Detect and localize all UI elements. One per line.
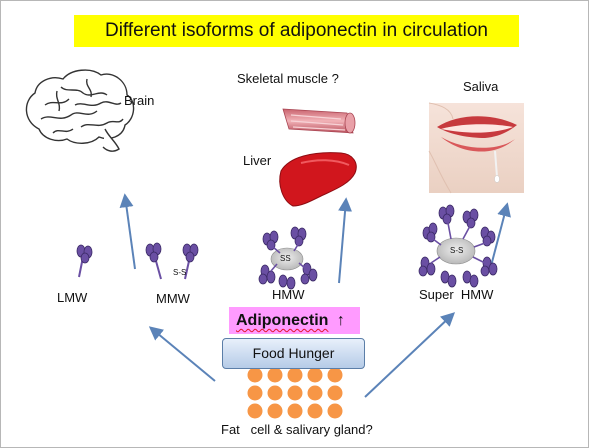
label-lmw: LMW bbox=[57, 290, 88, 305]
saliva-photo bbox=[428, 102, 524, 194]
super-hmw-protein-icon bbox=[418, 204, 498, 288]
fat-cell-cluster bbox=[243, 366, 346, 420]
label-super-hmw: Super HMW bbox=[419, 287, 494, 302]
arrow-super-to-saliva bbox=[490, 202, 511, 267]
arrow-fat-to-mmw bbox=[148, 326, 216, 382]
slide-title: Different isoforms of adiponectin in cir… bbox=[74, 15, 519, 47]
adiponectin-increase-box: Adiponectin ↑ bbox=[229, 307, 360, 334]
adiponectin-label: Adiponectin bbox=[236, 312, 329, 329]
mmw-protein-icon bbox=[145, 242, 199, 280]
source-label: Fat cell & salivary gland? bbox=[221, 422, 373, 437]
label-skeletal-muscle: Skeletal muscle ? bbox=[237, 71, 339, 86]
lmw-protein-icon bbox=[76, 244, 93, 278]
label-mmw: MMW bbox=[156, 291, 190, 306]
skeletal-muscle-icon bbox=[282, 108, 356, 134]
food-hunger-box: Food Hunger bbox=[222, 338, 365, 369]
disulfide-label-mmw: S-S bbox=[173, 268, 187, 277]
label-saliva: Saliva bbox=[463, 79, 499, 94]
brain-icon bbox=[25, 69, 135, 152]
arrow-mmw-to-brain bbox=[119, 193, 136, 270]
label-liver: Liver bbox=[243, 153, 272, 168]
disulfide-label-super-hmw: S-S bbox=[450, 246, 464, 255]
pathway-arrows bbox=[119, 193, 511, 398]
up-arrow-icon: ↑ bbox=[336, 312, 345, 329]
hmw-protein-icon bbox=[258, 226, 318, 290]
disulfide-label-hmw: SS bbox=[280, 254, 291, 263]
liver-icon bbox=[279, 152, 357, 207]
arrow-hmw-to-muscle bbox=[338, 197, 353, 284]
arrow-fat-to-super bbox=[364, 312, 456, 398]
label-hmw: HMW bbox=[272, 287, 305, 302]
label-brain: Brain bbox=[124, 93, 155, 108]
